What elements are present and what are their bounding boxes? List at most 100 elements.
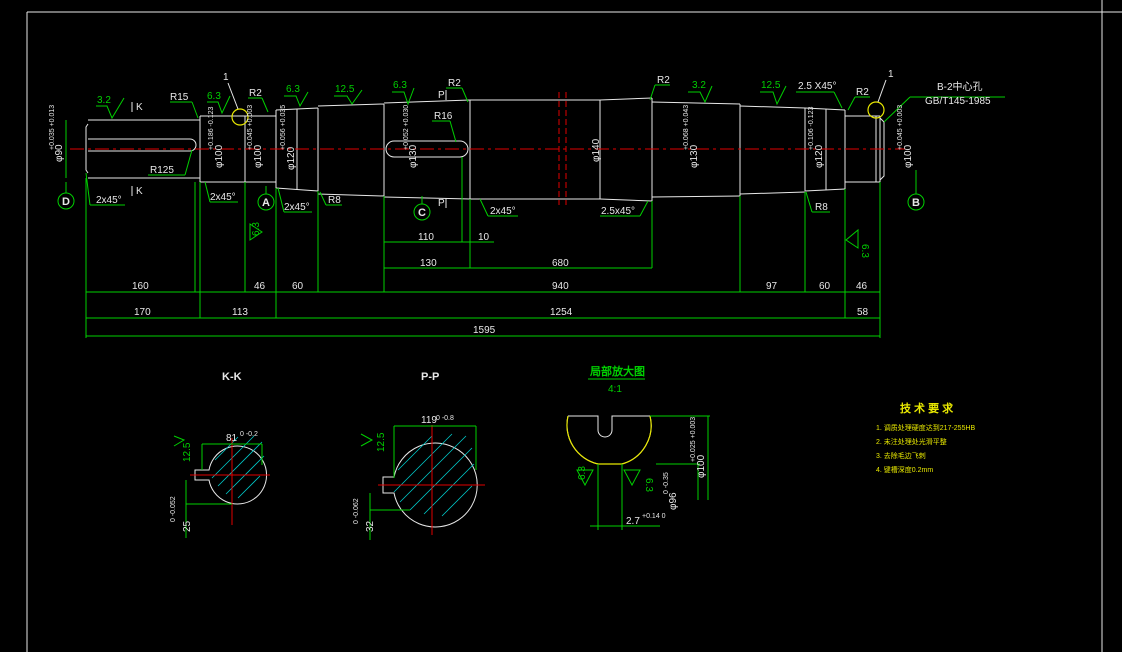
dimension-value: 1254: [550, 307, 573, 318]
chamfer-label: 2x45°: [284, 202, 310, 213]
shaft-outline: [85, 97, 885, 202]
detail-circle: [867, 101, 885, 119]
detail-dia2: φ100: [696, 454, 707, 478]
roughness-label: 6.3: [643, 478, 654, 492]
section-kk-depth: 25: [182, 520, 193, 532]
dimension-value: 160: [132, 281, 149, 292]
chamfer-label: 2x45°: [210, 192, 236, 203]
center-hole-standard: GB/T145-1985: [925, 96, 991, 107]
svg-text:φ120: φ120: [286, 146, 297, 170]
chamfer-label: 2.5 X45°: [798, 81, 836, 92]
radius-label: R2: [448, 78, 461, 89]
radius-label: R8: [815, 202, 828, 213]
roughness-label: 6.3: [251, 222, 262, 236]
roughness-label: 12.5: [376, 432, 387, 452]
section-kk-depth-tol: 0 -0.052: [170, 496, 177, 522]
datum-d: D: [62, 196, 70, 208]
detail-groove: 2.7: [626, 516, 640, 527]
svg-text:+0.035 +0.013: +0.035 +0.013: [49, 105, 56, 150]
radius-label: R15: [170, 92, 189, 103]
svg-text:φ130: φ130: [408, 144, 419, 168]
svg-text:+0.052 +0.030: +0.052 +0.030: [403, 105, 410, 150]
svg-text:φ130: φ130: [689, 144, 700, 168]
dimension-value: 680: [552, 258, 569, 269]
roughness-label: 12.5: [761, 80, 781, 91]
svg-text:φ120: φ120: [814, 144, 825, 168]
roughness-symbols: [96, 85, 859, 487]
leader-line: [227, 82, 239, 110]
datum-a: A: [262, 197, 270, 209]
roughness-label: 6.3: [393, 80, 407, 91]
datum-c: C: [418, 207, 426, 219]
dimension-lines: [86, 241, 880, 337]
dimension-value: 110: [418, 232, 434, 243]
section-pp-view: [369, 425, 485, 540]
dimension-value: 1595: [473, 325, 496, 336]
svg-text:φ100: φ100: [253, 144, 264, 168]
detail-dia: φ96: [668, 492, 679, 510]
tech-requirement-item: 1. 调质处理硬度达到217-255HB: [876, 423, 976, 432]
datum-symbols: [57, 170, 925, 221]
center-hole-label: B-2中心孔: [937, 80, 983, 93]
svg-text:φ90: φ90: [54, 144, 65, 162]
section-pp-width-tol: 0 -0.8: [436, 415, 454, 422]
dimension-value: 170: [134, 307, 151, 318]
roughness-label: 12.5: [182, 442, 193, 462]
section-kk-width-tol: 0 -0.2: [240, 431, 258, 438]
roughness-label: 12.5: [335, 84, 355, 95]
radius-label: R16: [434, 111, 453, 122]
roughness-label: 3.2: [97, 95, 111, 106]
svg-text:+0.045 +0.003: +0.045 +0.003: [897, 105, 904, 150]
chamfer-label: 2x45°: [490, 206, 516, 217]
radius-label: R125: [150, 165, 174, 176]
svg-text:φ140: φ140: [591, 138, 602, 162]
dimension-value: 58: [857, 307, 869, 318]
detail-dia-tol: 0 -0.35: [663, 472, 670, 494]
datum-b: B: [912, 197, 920, 209]
leader-line: [877, 79, 887, 103]
tech-requirement-item: 4. 键槽深度0.2mm: [876, 465, 933, 474]
detail-circle: [231, 108, 249, 126]
chamfer-label: 2x45°: [96, 195, 122, 206]
radius-label: R2: [249, 88, 262, 99]
detail-dia2-tol: +0.025 +0.003: [690, 417, 697, 462]
dimension-value: 10: [478, 232, 490, 243]
radius-label: R8: [328, 195, 341, 206]
leader-number: 1: [223, 72, 229, 83]
radius-label: R2: [856, 87, 869, 98]
chamfer-label: 2.5x45°: [601, 206, 635, 217]
detail-scale: 4:1: [608, 384, 622, 395]
roughness-label: 6.3: [577, 466, 588, 480]
roughness-label: 6.3: [859, 244, 870, 258]
section-kk-width: 81: [226, 433, 238, 444]
tech-requirements-title: 技 术 要 求: [900, 401, 954, 415]
tech-requirement-item: 2. 未注处理处光滑平整: [876, 437, 947, 446]
dimension-value: 97: [766, 281, 778, 292]
svg-text:+0.045 +0.003: +0.045 +0.003: [247, 105, 254, 150]
dimension-value: 130: [420, 258, 437, 269]
leader-lines: [85, 84, 1005, 217]
diameter-labels: φ90 +0.035 +0.013 φ100 +0.186 -0.123 φ10…: [49, 105, 914, 178]
dimension-value: 940: [552, 281, 569, 292]
section-kk-title: K-K: [222, 371, 242, 383]
svg-text:φ100: φ100: [903, 144, 914, 168]
section-mark-p: P: [438, 90, 445, 101]
section-mark-k: K: [136, 186, 143, 197]
tech-requirement-item: 3. 去除毛边飞刺: [876, 451, 926, 460]
detail-groove-tol: +0.14 0: [642, 513, 666, 520]
section-pp-depth-tol: 0 -0.062: [353, 498, 360, 524]
dimension-value: 60: [819, 281, 831, 292]
svg-text:φ100: φ100: [214, 144, 225, 168]
extension-lines: [85, 157, 881, 338]
svg-text:+0.056 +0.035: +0.056 +0.035: [280, 105, 287, 150]
roughness-label: 6.3: [286, 84, 300, 95]
section-pp-width: 119: [421, 415, 437, 426]
section-mark-p: P: [438, 198, 445, 209]
leader-number: 1: [888, 69, 894, 80]
dimension-value: 46: [856, 281, 868, 292]
section-pp-depth: 32: [365, 520, 376, 532]
dimension-value: 46: [254, 281, 266, 292]
svg-text:+0.186 -0.123: +0.186 -0.123: [208, 106, 215, 150]
section-mark-k: K: [136, 102, 143, 113]
